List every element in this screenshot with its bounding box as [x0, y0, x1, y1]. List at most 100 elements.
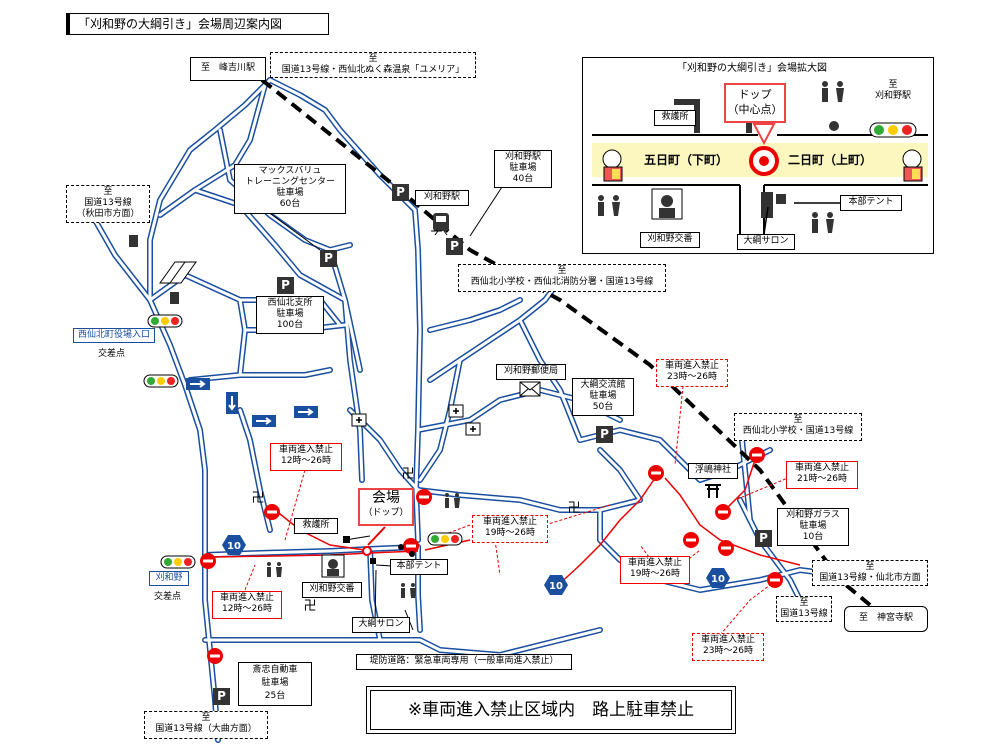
place-name: 救護所 — [302, 520, 330, 530]
restriction-hours: 23時～26時 — [703, 646, 753, 656]
inset-dop-title: ドップ — [738, 88, 772, 101]
branch-parking-label: 西仙北支所 駐車場 100台 — [256, 296, 324, 334]
inset-to-station: 至 刈和野駅 — [875, 80, 911, 102]
restriction-label: 車両進入禁止 23時～26時 — [656, 359, 728, 387]
inset-dop-subtitle: （中心点） — [727, 103, 783, 116]
place-capacity: 10台 — [802, 532, 824, 542]
map-title: 「刈和野の大綱引き」会場周辺案内図 — [66, 13, 329, 35]
direction-to: 至 — [557, 266, 567, 276]
direction-text: 国道13号線 — [780, 609, 828, 619]
direction-jingu: 至 神宮寺駅 — [844, 606, 928, 632]
place-parking: 駐車場 — [276, 309, 304, 319]
inset-place-name: 刈和野交番 — [647, 234, 693, 244]
inset-graphics — [592, 81, 928, 242]
venue-center-marker — [362, 546, 372, 556]
direction-to: 至 — [201, 713, 211, 723]
direction-omagari: 至 国道13号線（大曲方面） — [144, 711, 268, 739]
restriction-label: 車両進入禁止 19時～26時 — [620, 556, 690, 584]
restriction-title: 車両進入禁止 — [627, 558, 682, 568]
post-office-icon — [519, 381, 541, 397]
svg-text:卍: 卍 — [567, 501, 580, 516]
direction-text: 国道13号線（大曲方面） — [155, 724, 257, 734]
inset-dop-label: ドップ （中心点） — [724, 83, 786, 123]
hq-tent-marker — [398, 544, 404, 550]
hq-tent-marker-2 — [409, 551, 415, 557]
restriction-title: 車両進入禁止 — [278, 445, 333, 455]
intersection-label: 交差点 — [154, 592, 182, 602]
inset-police-icon — [651, 188, 683, 220]
place-name: マックスバリュ — [258, 166, 322, 176]
glass-parking-label: 刈和野ガラス 駐車場 10台 — [777, 508, 849, 546]
restriction-label: 車両進入禁止 21時～26時 — [786, 461, 858, 489]
place-name: 刈和野ガラス — [786, 510, 840, 520]
post-office-label: 刈和野郵便局 — [496, 364, 566, 380]
shrine-torii-icon — [705, 484, 721, 498]
direction-text: 西仙北小学校・国道13号線 — [742, 426, 854, 436]
parking-icon: P — [755, 530, 772, 547]
restriction-leaders — [244, 385, 796, 636]
direction-to: 至 — [368, 54, 378, 64]
station-label: 刈和野駅 — [415, 190, 469, 206]
inset-restroom-icon-right — [812, 212, 834, 233]
aid-station-label: 救護所 — [294, 518, 338, 534]
restriction-hours: 21時～26時 — [797, 474, 847, 484]
inset-direction-to: 至 — [888, 80, 898, 90]
place-name: 西仙北町役場入口 — [77, 330, 150, 340]
restricted-roads — [214, 459, 801, 589]
place-name: 斎忠自動車 — [252, 665, 298, 675]
parking-icon: P — [213, 688, 230, 705]
restriction-hours: 12時～26時 — [222, 604, 272, 614]
inset-koban-label: 刈和野交番 — [640, 232, 700, 248]
place-name: 刈和野郵便局 — [503, 366, 558, 376]
inset-traffic-signal — [869, 122, 917, 138]
parking-icon: P — [446, 238, 463, 255]
temple-icons: 卍 卍 卍 卍 — [251, 467, 580, 614]
place-name: 大綱交流館 — [580, 380, 626, 390]
parking-notice: ※車両進入禁止区域内 路上駐車禁止 — [366, 686, 736, 734]
inset-place-name: 本部テント — [848, 197, 894, 207]
place-name: 刈和野駅 — [504, 152, 541, 162]
place-name: トレーニングセンター — [244, 177, 335, 187]
venue-title: 会場 — [372, 490, 400, 506]
place-capacity: 25台 — [264, 691, 286, 701]
maxvalu-parking-label: マックスバリュ トレーニングセンター 駐車場 60台 — [234, 164, 346, 214]
place-capacity: 100台 — [276, 320, 304, 330]
place-parking: 駐車場 — [509, 163, 537, 173]
direction-to: 至 — [865, 562, 875, 572]
hospital-icons — [351, 404, 481, 436]
direction-akita: 至 国道13号線 （秋田市方面） — [66, 185, 150, 223]
restriction-hours: 12時～26時 — [281, 456, 331, 466]
restriction-title: 車両進入禁止 — [700, 635, 755, 645]
direction-to: 至 — [793, 415, 803, 425]
exchange-hall-parking-label: 大綱交流館 駐車場 50台 — [572, 378, 634, 416]
one-way-arrows — [186, 378, 318, 427]
direction-text: 国道13号線 — [84, 198, 132, 208]
gas-station-icons — [129, 235, 179, 304]
restriction-title: 車両進入禁止 — [219, 593, 274, 603]
place-name: 刈和野交番 — [309, 584, 355, 594]
direction-to: 至 — [799, 598, 809, 608]
inset-place-name: 救護所 — [661, 112, 689, 122]
direction-mineyoshikawa: 至 峰吉川駅 — [190, 57, 266, 81]
inset-futsuka-label: 二日町（上町） — [788, 153, 873, 167]
salon-label: 大綱サロン — [352, 617, 410, 633]
restriction-title: 車両進入禁止 — [794, 463, 849, 473]
place-name: 浮嶋神社 — [694, 465, 731, 475]
restroom-icons — [267, 493, 460, 598]
inset-itsuka-label: 五日町（下町） — [644, 153, 729, 167]
speed-limit-value: 10 — [227, 541, 241, 552]
salon-marker — [370, 558, 376, 564]
place-parking: 駐車場 — [589, 391, 617, 401]
place-name: 堤防道路：緊急車両専用（一般車両進入禁止） — [369, 656, 559, 666]
station-parking-label: 刈和野駅 駐車場 40台 — [494, 150, 552, 188]
direction-route13: 至 国道13号線 — [776, 596, 832, 622]
direction-yumeria: 至 国道13号線・西仙北ぬく森温泉「ユメリア」 — [270, 52, 476, 78]
inset-direction-text: 刈和野駅 — [875, 91, 912, 101]
town-office-intersection-label: 西仙北町役場入口 — [73, 328, 155, 343]
place-name: 刈和野 — [155, 573, 183, 583]
direction-senboku: 至 国道13号線・仙北市方面 — [812, 560, 928, 586]
venue-subtitle: （ドップ） — [363, 508, 409, 518]
restriction-label: 車両進入禁止 23時～26時 — [692, 633, 764, 661]
place-name: 刈和野駅 — [423, 192, 460, 202]
svg-text:卍: 卍 — [251, 491, 264, 506]
